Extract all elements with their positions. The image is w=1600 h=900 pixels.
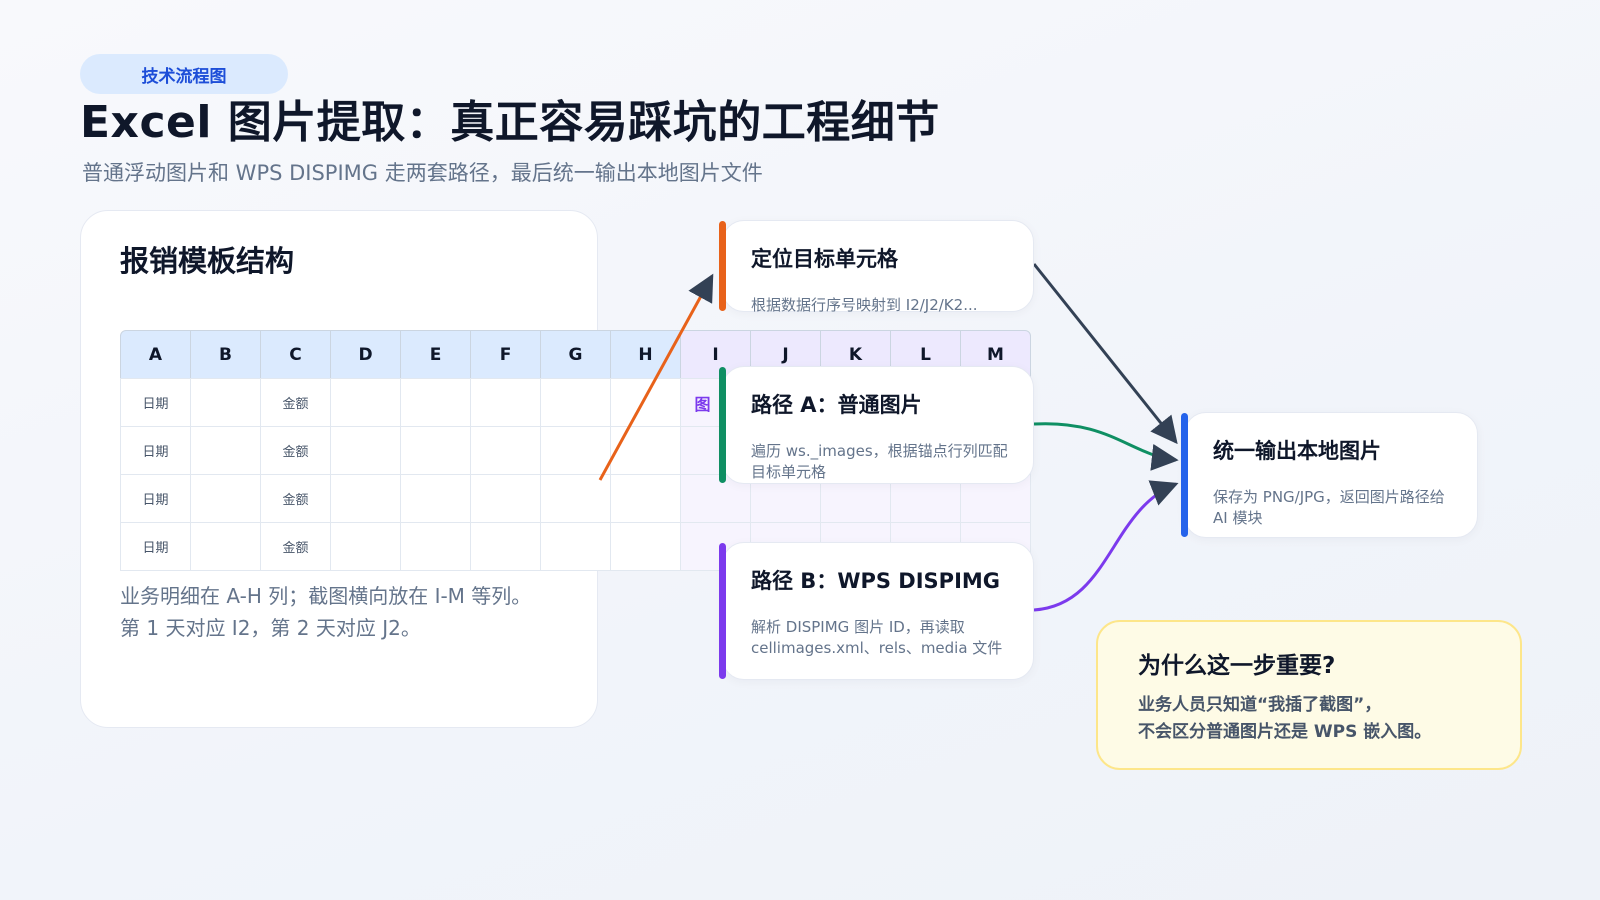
node-path-b: 路径 B：WPS DISPIMG 解析 DISPIMG 图片 ID，再读取 ce…	[719, 542, 1034, 680]
node-output-desc: 保存为 PNG/JPG，返回图片路径给 AI 模块	[1213, 488, 1445, 527]
grid-cell-h3	[610, 426, 681, 475]
arrow-locate-to-output	[1032, 263, 1178, 445]
arrow-path-b-to-output	[1033, 480, 1179, 612]
arrow-grid-to-locate	[598, 273, 714, 481]
grid-cell-text: 金额	[282, 493, 309, 508]
template-note-line-1: 业务明细在 A-H 列；截图横向放在 I-M 等列。	[120, 584, 532, 608]
grid-cell-e4	[400, 474, 471, 523]
page-title: Excel 图片提取：真正容易踩坑的工程细节	[80, 97, 940, 148]
grid-cell-b4	[190, 474, 261, 523]
grid-cell-b3	[190, 426, 261, 475]
node-path-b-desc: 解析 DISPIMG 图片 ID，再读取 cellimages.xml、rels…	[751, 618, 1003, 657]
template-note: 业务明细在 A-H 列；截图横向放在 I-M 等列。 第 1 天对应 I2，第 …	[120, 580, 531, 644]
why-important-line-2: 不会区分普通图片还是 WPS 嵌入图。	[1138, 722, 1432, 742]
node-locate-accent	[719, 221, 726, 311]
why-important-title: 为什么这一步重要?	[1138, 653, 1336, 679]
node-path-a-title: 路径 A：普通图片	[751, 393, 922, 417]
grid-cell-h5	[610, 522, 681, 571]
category-badge: 技术流程图	[80, 54, 288, 94]
template-structure-title: 报销模板结构	[120, 244, 295, 278]
grid-cell-a2: 日期	[120, 378, 191, 427]
column-header-b: B	[190, 330, 261, 379]
why-important-body: 业务人员只知道“我插了截图”， 不会区分普通图片还是 WPS 嵌入图。	[1138, 692, 1431, 746]
grid-cell-b5	[190, 522, 261, 571]
grid-cell-d4	[330, 474, 401, 523]
grid-cell-text: 日期	[142, 445, 169, 460]
grid-cell-text: 金额	[282, 445, 309, 460]
grid-cell-g5	[540, 522, 611, 571]
node-path-a: 路径 A：普通图片 遍历 ws._images，根据锚点行列匹配目标单元格	[719, 366, 1034, 484]
node-path-a-accent	[719, 367, 726, 483]
why-important-callout: 为什么这一步重要? 业务人员只知道“我插了截图”， 不会区分普通图片还是 WPS…	[1096, 620, 1522, 770]
column-header-g: G	[540, 330, 611, 379]
node-locate-cell: 定位目标单元格 根据数据行序号映射到 I2/J2/K2...	[719, 220, 1034, 314]
page-subtitle: 普通浮动图片和 WPS DISPIMG 走两套路径，最后统一输出本地图片文件	[82, 161, 763, 185]
grid-cell-f2	[470, 378, 541, 427]
node-path-b-accent	[719, 543, 726, 679]
grid-cell-text: 图	[694, 394, 711, 414]
grid-cell-text: 日期	[142, 493, 169, 508]
grid-cell-e5	[400, 522, 471, 571]
column-header-d: D	[330, 330, 401, 379]
grid-cell-text: 日期	[142, 397, 169, 412]
node-locate-desc: 根据数据行序号映射到 I2/J2/K2...	[751, 296, 978, 314]
node-path-a-desc: 遍历 ws._images，根据锚点行列匹配目标单元格	[751, 442, 1008, 481]
template-note-line-2: 第 1 天对应 I2，第 2 天对应 J2。	[120, 616, 421, 640]
grid-cell-c5: 金额	[260, 522, 331, 571]
grid-cell-f4	[470, 474, 541, 523]
why-important-line-1: 业务人员只知道“我插了截图”，	[1138, 695, 1382, 715]
node-locate-title: 定位目标单元格	[751, 247, 898, 271]
grid-cell-f3	[470, 426, 541, 475]
grid-cell-text: 金额	[282, 397, 309, 412]
node-path-b-title: 路径 B：WPS DISPIMG	[751, 569, 1001, 593]
grid-cell-text: 金额	[282, 541, 309, 556]
grid-cell-text: 日期	[142, 541, 169, 556]
node-output-title: 统一输出本地图片	[1213, 439, 1381, 463]
arrow-path-a-to-output	[1033, 422, 1179, 471]
node-output-accent	[1181, 413, 1188, 537]
node-output: 统一输出本地图片 保存为 PNG/JPG，返回图片路径给 AI 模块	[1181, 412, 1478, 538]
